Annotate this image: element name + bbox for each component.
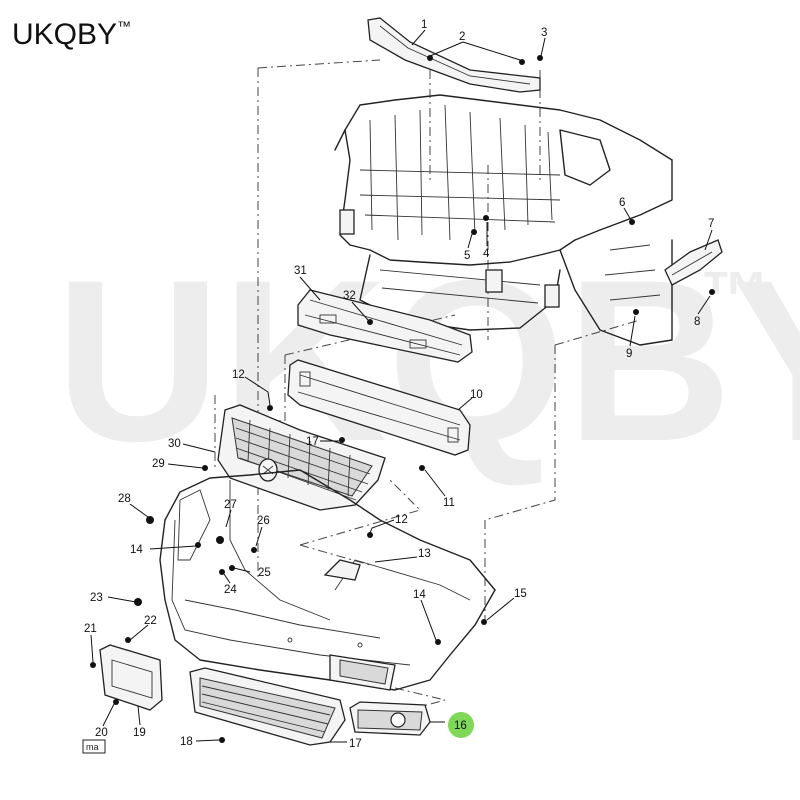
brand-logo: UKQBY™ xyxy=(12,18,131,52)
callout-14-right: 14 xyxy=(413,589,426,601)
callout-12-lower: 12 xyxy=(395,514,408,526)
callout-29: 29 xyxy=(152,458,165,470)
callout-7: 7 xyxy=(708,218,714,230)
callout-31: 31 xyxy=(294,265,307,277)
upper-grille xyxy=(217,404,386,511)
callout-19: 19 xyxy=(133,727,146,739)
callout-4: 4 xyxy=(483,248,490,260)
callout-16: 16 xyxy=(454,720,467,732)
energy-absorber xyxy=(297,289,473,363)
side-bracket xyxy=(664,239,723,286)
brand-trademark: ™ xyxy=(117,18,132,34)
lower-grille xyxy=(189,667,346,746)
callout-24: 24 xyxy=(224,584,237,596)
callout-17-lower: 17 xyxy=(349,738,362,750)
callout-5: 5 xyxy=(464,250,470,262)
fasteners xyxy=(90,55,715,743)
highlight-marker xyxy=(448,712,474,738)
callout-13: 13 xyxy=(418,548,431,560)
callout-32: 32 xyxy=(343,290,356,302)
front-body-structure xyxy=(334,94,673,346)
watermark-trademark: ™ xyxy=(700,257,770,335)
callout-8: 8 xyxy=(694,316,700,328)
corner-tag-text: ma xyxy=(86,742,99,752)
callout-3: 3 xyxy=(541,27,547,39)
callout-1: 1 xyxy=(421,19,427,31)
callout-20: 20 xyxy=(95,727,108,739)
callout-21: 21 xyxy=(84,623,97,635)
callout-6: 6 xyxy=(619,197,625,209)
callout-27: 27 xyxy=(224,499,237,511)
callout-12-upper: 12 xyxy=(232,369,245,381)
front-bumper-fascia xyxy=(159,469,496,691)
impact-bar xyxy=(287,359,471,456)
fog-lamp-bezel xyxy=(349,701,431,736)
callout-10: 10 xyxy=(470,389,483,401)
brand-name: UKQBY xyxy=(12,18,118,51)
callout-labels: 1 2 3 4 5 6 7 8 9 10 11 12 12 13 14 14 1… xyxy=(84,19,714,750)
callout-11: 11 xyxy=(443,497,455,509)
callout-23: 23 xyxy=(90,592,103,604)
callout-25: 25 xyxy=(258,567,271,579)
callout-22: 22 xyxy=(144,615,157,627)
callout-2: 2 xyxy=(459,31,465,43)
callout-17-upper: 17 xyxy=(306,436,319,448)
callout-26: 26 xyxy=(257,515,270,527)
callout-9: 9 xyxy=(626,348,632,360)
upper-tie-bar xyxy=(367,17,541,93)
callout-14-left: 14 xyxy=(130,544,143,556)
corner-tag: ma xyxy=(82,739,106,754)
license-plate-bracket xyxy=(99,644,163,711)
callout-28: 28 xyxy=(118,493,131,505)
callout-30: 30 xyxy=(168,438,181,450)
callout-15: 15 xyxy=(514,588,527,600)
leader-lines xyxy=(90,29,713,743)
callout-18: 18 xyxy=(180,736,193,748)
